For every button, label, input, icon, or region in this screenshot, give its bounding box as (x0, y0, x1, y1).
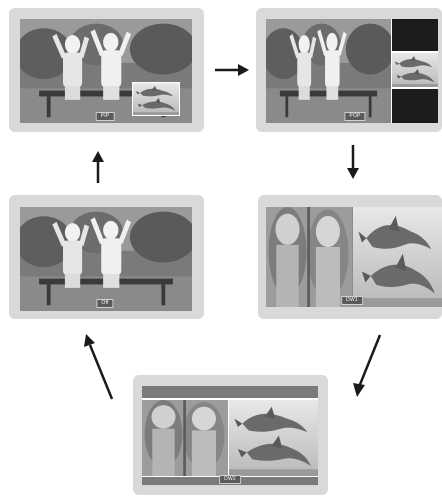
tv-pip: PIP (9, 8, 204, 132)
tv-dw1: DW1 (258, 195, 442, 319)
children-closeup-photo (266, 207, 352, 307)
tv-off: Off (9, 195, 204, 319)
screen-off (20, 207, 192, 311)
right-arrow-icon (214, 63, 250, 77)
screen-dw1 (266, 207, 442, 307)
pop-side-panel (391, 19, 438, 123)
down-arrow-icon (346, 144, 360, 180)
diagonal-arrow-down-left-icon (353, 333, 383, 399)
pip-inset (132, 82, 180, 116)
dolphins-photo (229, 400, 318, 476)
children-photo (266, 19, 391, 123)
screen-pip (20, 19, 192, 123)
dw2-label: DW2 (219, 475, 241, 484)
tv-dw2: DW2 (133, 375, 328, 495)
dw2-top-bar (142, 386, 318, 398)
pop-black-box-top (392, 19, 438, 51)
screen-pop (266, 19, 438, 123)
screen-dw2 (142, 386, 318, 485)
children-closeup-photo (142, 400, 228, 476)
dolphins-photo (133, 83, 179, 115)
pop-black-box-bottom (392, 89, 438, 123)
off-label: Off (96, 299, 113, 308)
up-arrow-icon (91, 150, 105, 184)
dolphins-photo (353, 207, 442, 307)
tv-pop: POP (256, 8, 442, 132)
dolphins-photo (392, 53, 438, 87)
dw1-label: DW1 (341, 296, 363, 305)
diagonal-arrow-up-left-icon (83, 333, 115, 401)
children-photo (20, 207, 192, 311)
pop-label: POP (344, 112, 365, 121)
pop-photo-box (392, 53, 438, 87)
pip-label: PIP (96, 112, 115, 121)
